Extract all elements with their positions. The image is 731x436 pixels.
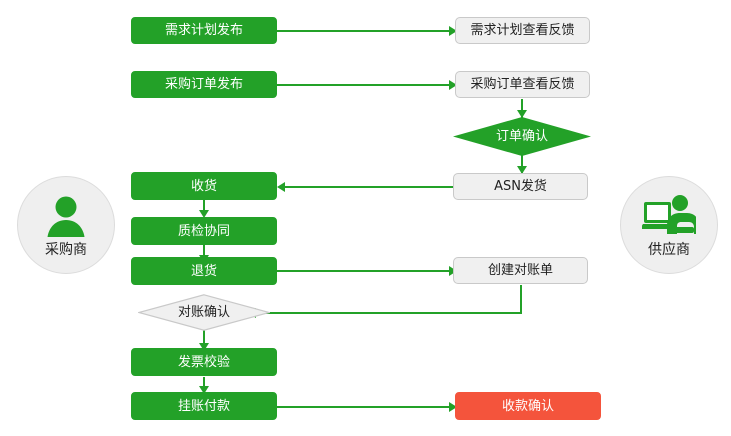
edge-confirm-to-invoice-arrow <box>199 343 209 351</box>
edge-receive-to-qc <box>203 200 205 214</box>
node-quality-collab[interactable]: 质检协同 <box>131 217 277 245</box>
edge-demand-plan-arrow <box>449 26 457 36</box>
diamond-shape-icon <box>138 294 270 331</box>
edge-payment-to-receipt-arrow <box>449 402 457 412</box>
node-label: 退货 <box>190 263 217 279</box>
node-label: 采购订单查看反馈 <box>470 77 575 92</box>
edge-po-publish <box>277 84 450 86</box>
actor-label: 供应商 <box>648 241 690 258</box>
node-return-goods[interactable]: 退货 <box>131 257 277 285</box>
node-po-publish[interactable]: 采购订单发布 <box>131 71 277 98</box>
edge-confirm-to-invoice <box>203 330 205 346</box>
node-receive-goods[interactable]: 收货 <box>131 172 277 200</box>
node-label: 采购订单发布 <box>164 77 243 92</box>
node-label: 对账确认 <box>177 305 230 320</box>
edge-po-publish-arrow <box>449 80 457 90</box>
edge-invoice-to-payment <box>203 377 205 390</box>
edge-po-to-confirm <box>521 99 523 118</box>
node-label: 质检协同 <box>177 223 230 239</box>
edge-asn-to-receive <box>285 186 453 188</box>
edge-demand-plan <box>277 30 450 32</box>
node-label: 需求计划发布 <box>164 23 243 38</box>
actor-supplier[interactable]: 供应商 <box>620 176 718 274</box>
node-label: 挂账付款 <box>177 398 230 414</box>
node-label: 订单确认 <box>495 129 548 144</box>
node-payable-payment[interactable]: 挂账付款 <box>131 392 277 420</box>
node-asn-ship[interactable]: ASN发货 <box>453 173 588 200</box>
edge-confirm-to-asn-arrow <box>517 166 527 174</box>
person-icon <box>39 192 93 238</box>
edge-po-to-confirm-arrow <box>517 110 527 118</box>
edge-receive-to-qc-arrow <box>199 210 209 218</box>
person-at-computer-icon <box>642 192 696 238</box>
edge-statement-to-confirm <box>256 312 522 314</box>
node-po-feedback[interactable]: 采购订单查看反馈 <box>455 71 590 98</box>
node-demand-plan-publish[interactable]: 需求计划发布 <box>131 17 277 44</box>
node-demand-plan-feedback[interactable]: 需求计划查看反馈 <box>455 17 590 44</box>
edge-return-to-statement <box>277 270 450 272</box>
node-invoice-verify[interactable]: 发票校验 <box>131 348 277 376</box>
node-order-confirm[interactable]: 订单确认 <box>453 117 591 156</box>
edge-confirm-to-asn <box>521 155 523 174</box>
diamond-shape-icon <box>453 117 591 156</box>
node-label: 收款确认 <box>501 398 554 414</box>
node-label: 需求计划查看反馈 <box>470 23 575 38</box>
edge-payment-to-receipt <box>277 406 450 408</box>
actor-label: 采购商 <box>45 241 87 258</box>
edge-invoice-to-payment-arrow <box>199 386 209 394</box>
edge-statement-drop <box>520 285 522 314</box>
node-create-statement[interactable]: 创建对账单 <box>453 257 588 284</box>
node-label: ASN发货 <box>494 179 547 194</box>
node-statement-confirm[interactable]: 对账确认 <box>138 294 270 331</box>
node-label: 收货 <box>190 178 217 194</box>
node-label: 发票校验 <box>177 354 230 370</box>
node-label: 创建对账单 <box>487 263 553 278</box>
edge-qc-to-return <box>203 245 205 259</box>
actor-buyer[interactable]: 采购商 <box>17 176 115 274</box>
node-receipt-confirm[interactable]: 收款确认 <box>455 392 601 420</box>
edge-asn-to-receive-arrow <box>277 182 285 192</box>
